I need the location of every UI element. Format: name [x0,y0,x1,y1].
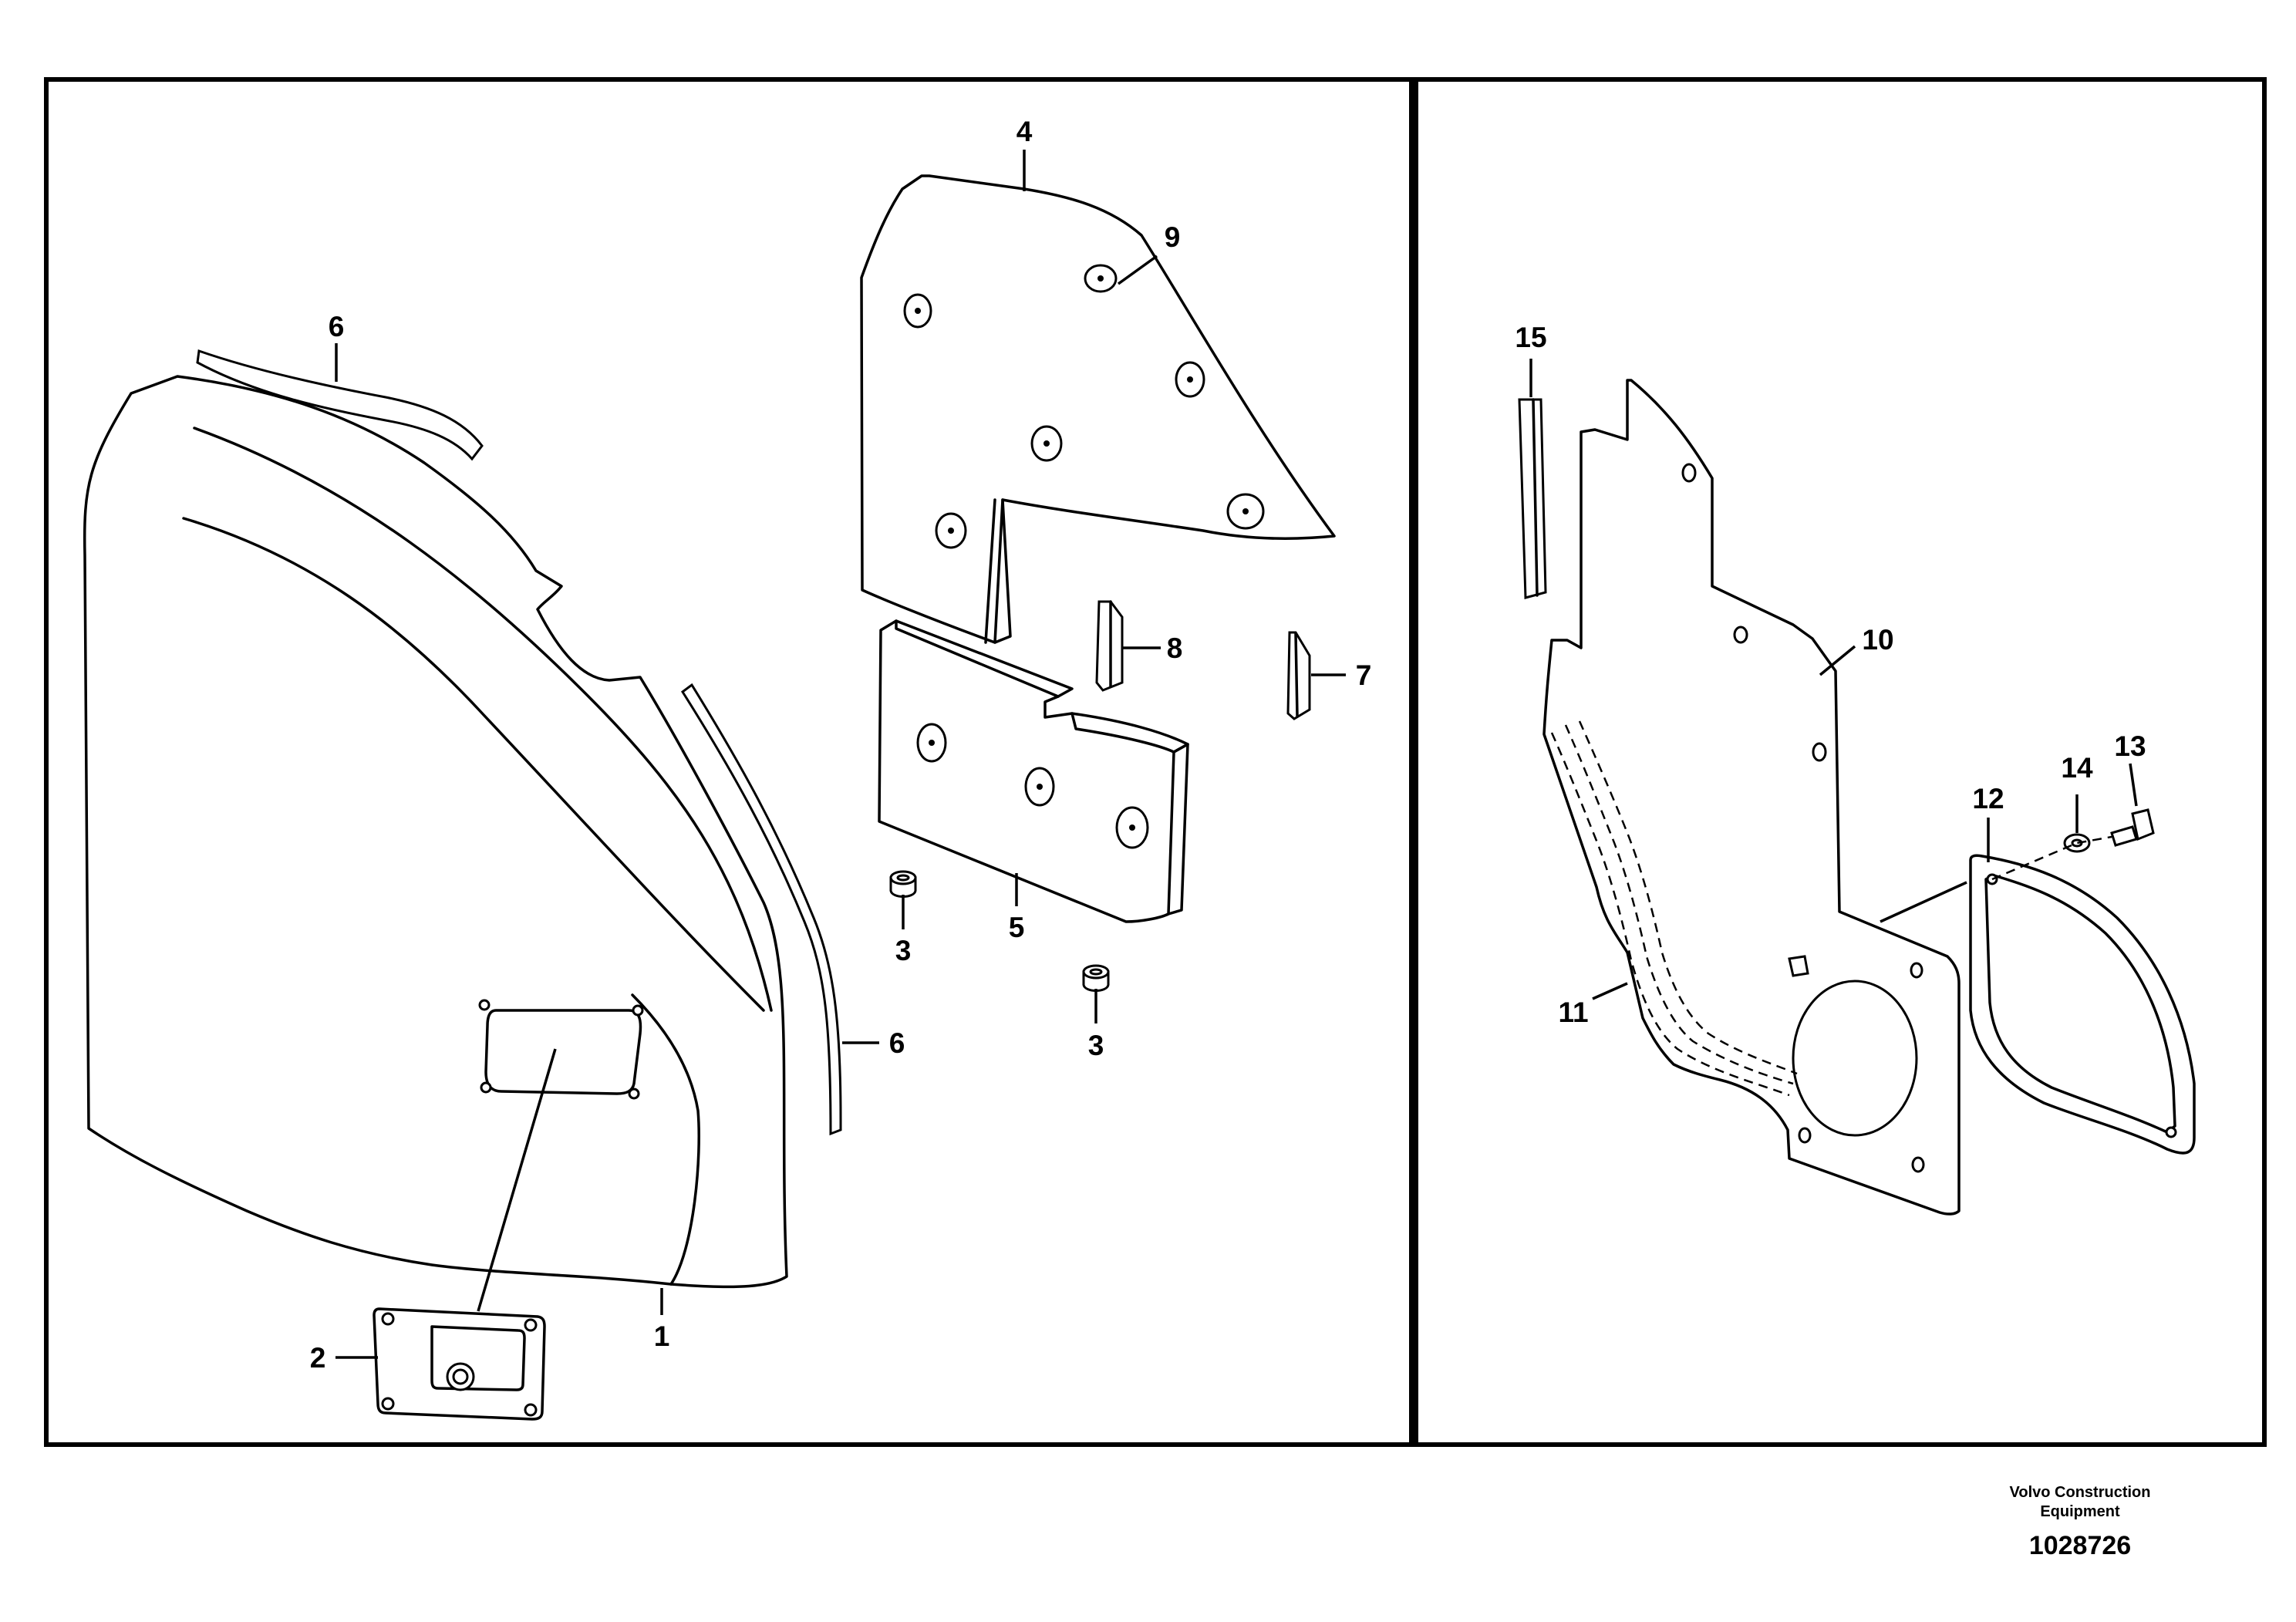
brand-name: Volvo Construction [2009,1484,2151,1501]
callout-8: 8 [1167,632,1183,664]
callout-9: 9 [1165,221,1181,253]
leader-lines [335,150,2138,1359]
callout-13: 13 [2114,730,2146,762]
callout-4: 4 [1017,116,1033,147]
callout-1: 1 [654,1320,670,1352]
right-panel-frame [1414,77,2267,1447]
part-6-seal-strip-side [680,683,842,1136]
callout-12: 12 [1972,783,2004,814]
part-7-wedge [1286,631,1311,720]
latch-bolt-hole [478,999,491,1011]
callout-15: 15 [1515,322,1546,353]
footer: Volvo Construction Equipment 1028726 [1941,1483,2219,1561]
part-12-gasket [1969,854,2196,1155]
assembly-axis-line [1991,835,2112,881]
callout-7: 7 [1356,659,1372,691]
part-3-rubber-buffer-left [889,870,917,898]
callout-6: 6 [329,311,345,342]
brand-name-line-2: Equipment [2040,1503,2120,1520]
left-panel-frame [44,77,1414,1447]
latch-bolt-hole [628,1088,640,1100]
callout-3: 3 [1088,1030,1104,1061]
part-15-strip [1518,398,1547,599]
part-10-side-plate [1542,379,1961,1216]
part-3-rubber-buffer-right [1082,964,1110,992]
part-13-screw [2110,808,2155,847]
part-6-seal-strip-top [196,349,484,461]
pad-fastener-holes [903,264,1265,549]
part-2-latch-plate [373,1307,546,1421]
callout-5: 5 [1009,912,1025,943]
part-5-insulation-pad-lower [878,619,1189,923]
diagram-reference-number: 1028726 [2028,1531,2132,1560]
part-11-edge-strip [1550,720,1798,1097]
latch-bolt-hole [480,1081,492,1094]
callout-labels: 1 2 3 3 4 5 6 6 7 8 9 10 11 12 13 14 15 [310,116,2146,1374]
callout-2: 2 [310,1342,326,1374]
latch-bolt-hole [632,1004,644,1017]
callout-14: 14 [2061,752,2093,784]
part-4-insulation-pad-upper [860,174,1336,644]
part-8-wedge [1095,600,1124,692]
part-14-washer [2063,833,2091,853]
part-1-cover-panel [83,375,788,1289]
pad-fastener-holes [916,723,1149,849]
callout-6: 6 [889,1027,905,1059]
callout-3: 3 [895,935,912,966]
callout-11: 11 [1558,996,1588,1028]
callout-10: 10 [1862,624,1893,656]
